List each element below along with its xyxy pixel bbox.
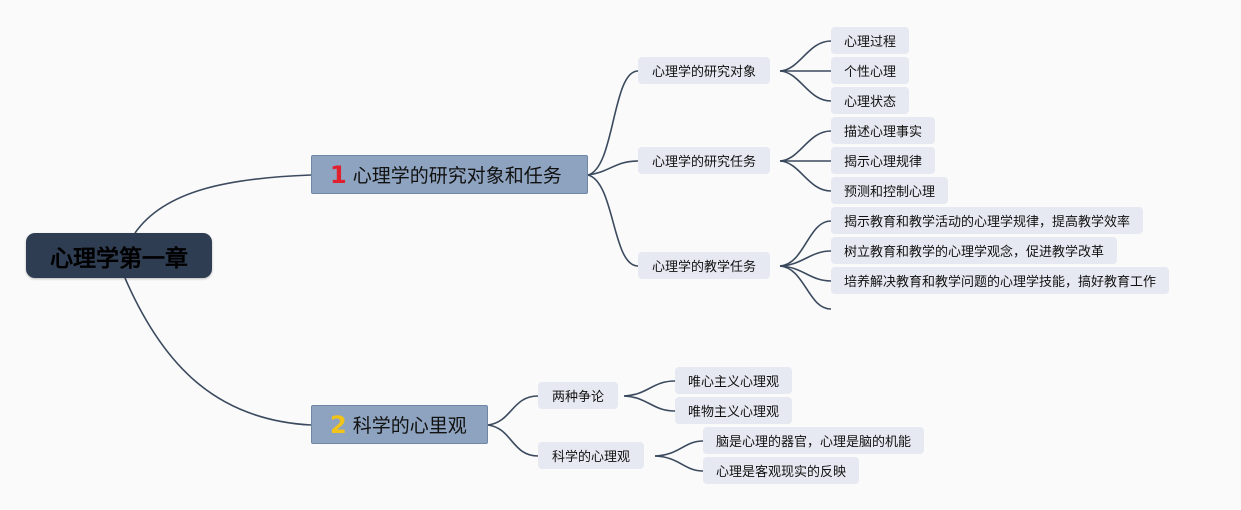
leaf-node[interactable]: 唯物主义心理观	[675, 397, 793, 424]
topic-2-number: 2	[330, 410, 347, 439]
topic-1-label: 心理学的研究对象和任务	[352, 165, 562, 187]
leaf-label: 心理过程	[844, 35, 897, 50]
link-topic1-sub3	[587, 174, 639, 267]
leaf-node[interactable]: 心理过程	[831, 27, 910, 54]
root-label: 心理学第一章	[50, 245, 188, 272]
subtopic-research-object[interactable]: 心理学的研究对象	[638, 57, 771, 84]
leaf-label: 预测和控制心理	[844, 185, 936, 200]
leaf-node[interactable]: 心理状态	[831, 87, 910, 114]
topic-1-node[interactable]: 1 心理学的研究对象和任务	[311, 155, 588, 194]
leaf-label: 唯物主义心理观	[688, 405, 780, 420]
subtopic-research-task[interactable]: 心理学的研究任务	[638, 147, 771, 174]
leaf-label: 唯心主义心理观	[688, 375, 780, 390]
root-node[interactable]: 心理学第一章	[26, 233, 212, 278]
subtopic-teaching-task[interactable]: 心理学的教学任务	[638, 252, 771, 279]
leaf-label: 脑是心理的器官，心理是脑的机能	[716, 435, 912, 450]
leaf-label: 个性心理	[844, 65, 897, 80]
leaf-label: 培养解决教育和教学问题的心理学技能，搞好教育工作	[844, 275, 1157, 290]
subtopic-two-debates[interactable]: 两种争论	[538, 382, 619, 409]
leaf-node[interactable]: 心理是客观现实的反映	[703, 457, 860, 484]
subtopic-label: 心理学的教学任务	[652, 260, 757, 275]
leaf-node[interactable]: 唯心主义心理观	[675, 367, 793, 394]
leaf-label: 描述心理事实	[844, 125, 923, 140]
link-topic1-sub2	[587, 160, 639, 176]
leaf-node[interactable]: 培养解决教育和教学问题的心理学技能，搞好教育工作	[831, 267, 1170, 294]
leaf-node[interactable]: 树立教育和教学的心理学观念，促进教学改革	[831, 237, 1118, 264]
topic-1-number: 1	[330, 160, 347, 189]
leaf-label: 心理状态	[844, 95, 897, 110]
link-topic1-sub1	[587, 70, 639, 176]
leaf-node[interactable]: 个性心理	[831, 57, 910, 84]
leaf-label: 揭示教育和教学活动的心理学规律，提高教学效率	[844, 215, 1131, 230]
link-root-topic-2	[124, 277, 312, 426]
leaf-node[interactable]: 揭示教育和教学活动的心理学规律，提高教学效率	[831, 207, 1144, 234]
subtopic-label: 心理学的研究任务	[652, 155, 757, 170]
leaf-label: 树立教育和教学的心理学观念，促进教学改革	[844, 245, 1105, 260]
leaf-label: 揭示心理规律	[844, 155, 923, 170]
topic-2-node[interactable]: 2 科学的心里观	[311, 405, 488, 444]
subtopic-label: 两种争论	[552, 390, 605, 405]
topic-2-label: 科学的心里观	[352, 415, 467, 437]
leaf-node[interactable]: 揭示心理规律	[831, 147, 936, 174]
leaf-node[interactable]: 描述心理事实	[831, 117, 936, 144]
subtopic-label: 心理学的研究对象	[652, 65, 757, 80]
leaf-label: 心理是客观现实的反映	[716, 465, 847, 480]
subtopic-label: 科学的心理观	[552, 450, 631, 465]
leaf-node[interactable]: 脑是心理的器官，心理是脑的机能	[703, 427, 925, 454]
link-root-topic-1	[134, 174, 312, 234]
leaf-node[interactable]: 预测和控制心理	[831, 177, 949, 204]
subtopic-scientific-view[interactable]: 科学的心理观	[538, 442, 645, 469]
